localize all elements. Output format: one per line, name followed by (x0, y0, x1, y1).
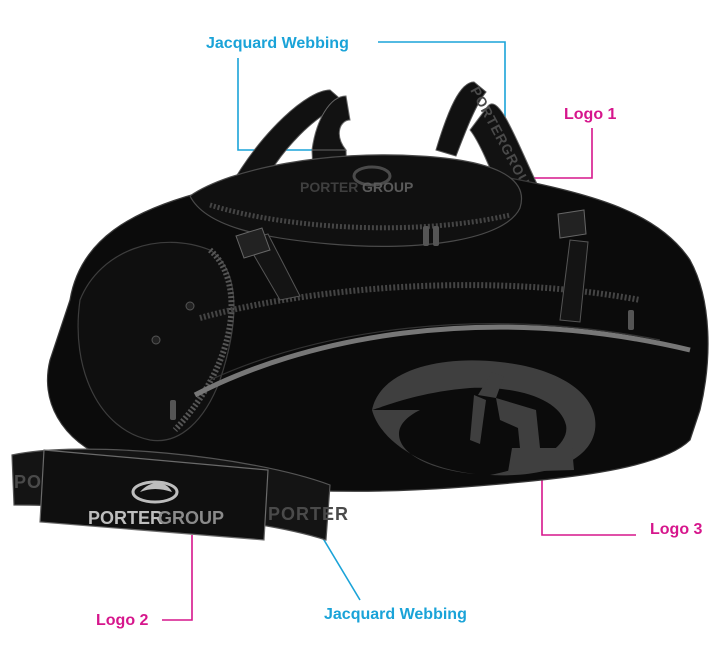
bag-body (46, 154, 709, 492)
bag-top-lid (189, 154, 523, 247)
bottom-strap-text-right: PORTER (268, 504, 349, 524)
shoulder-pad (39, 449, 269, 541)
side-pocket-zip (172, 247, 235, 433)
logo2-mark (131, 480, 179, 504)
vent-grommet-1 (185, 301, 195, 311)
logo3-leader (541, 478, 636, 536)
logo2-mark-inner (140, 483, 172, 492)
callout-bottom-jacquard-webbing: Jacquard Webbing (324, 606, 467, 623)
logo2-pad-print: PORTER GROUP (88, 480, 224, 528)
logo1-lid-print: PORTER GROUP (300, 165, 413, 195)
callout-top-jacquard-webbing: Jacquard Webbing (206, 35, 349, 52)
logo1-word-porter: PORTER (300, 179, 358, 195)
callout-logo-2: Logo 2 (96, 612, 149, 629)
zip-pull-4 (628, 310, 634, 330)
logo2-word-porter: PORTER (88, 508, 163, 528)
grey-piping (193, 324, 691, 398)
top-webbing-leader-right (378, 41, 506, 135)
logo1-mark (352, 165, 392, 187)
zip-pull-1 (423, 226, 429, 246)
callout-logo-1: Logo 1 (564, 106, 617, 123)
logo3-excavator-mark (372, 360, 596, 476)
top-webbing-leader-left (237, 58, 330, 151)
logo3-swoosh-inner (372, 410, 475, 474)
logo3-excavator (470, 372, 574, 472)
handle-left-arc (311, 95, 351, 151)
lid-zip-line (209, 202, 511, 231)
logo1-word-group: GROUP (362, 179, 413, 195)
handle-right-back (435, 81, 487, 157)
zip-pull-3 (170, 400, 176, 420)
front-panel-seam (209, 323, 661, 381)
vent-grommet-2 (151, 335, 161, 345)
buckle-left (235, 227, 271, 259)
shoulder-strap-right (559, 239, 589, 323)
zip-pull-2 (433, 226, 439, 246)
logo2-word-group: GROUP (158, 508, 224, 528)
callout-logo-3: Logo 3 (650, 521, 703, 538)
logo3-swoosh-outer (372, 360, 596, 476)
shoulder-strap: PORTERGROUP PORTER PORTER GROUP (11, 448, 349, 541)
logo2-leader (162, 535, 193, 621)
buckle-right (557, 209, 587, 239)
